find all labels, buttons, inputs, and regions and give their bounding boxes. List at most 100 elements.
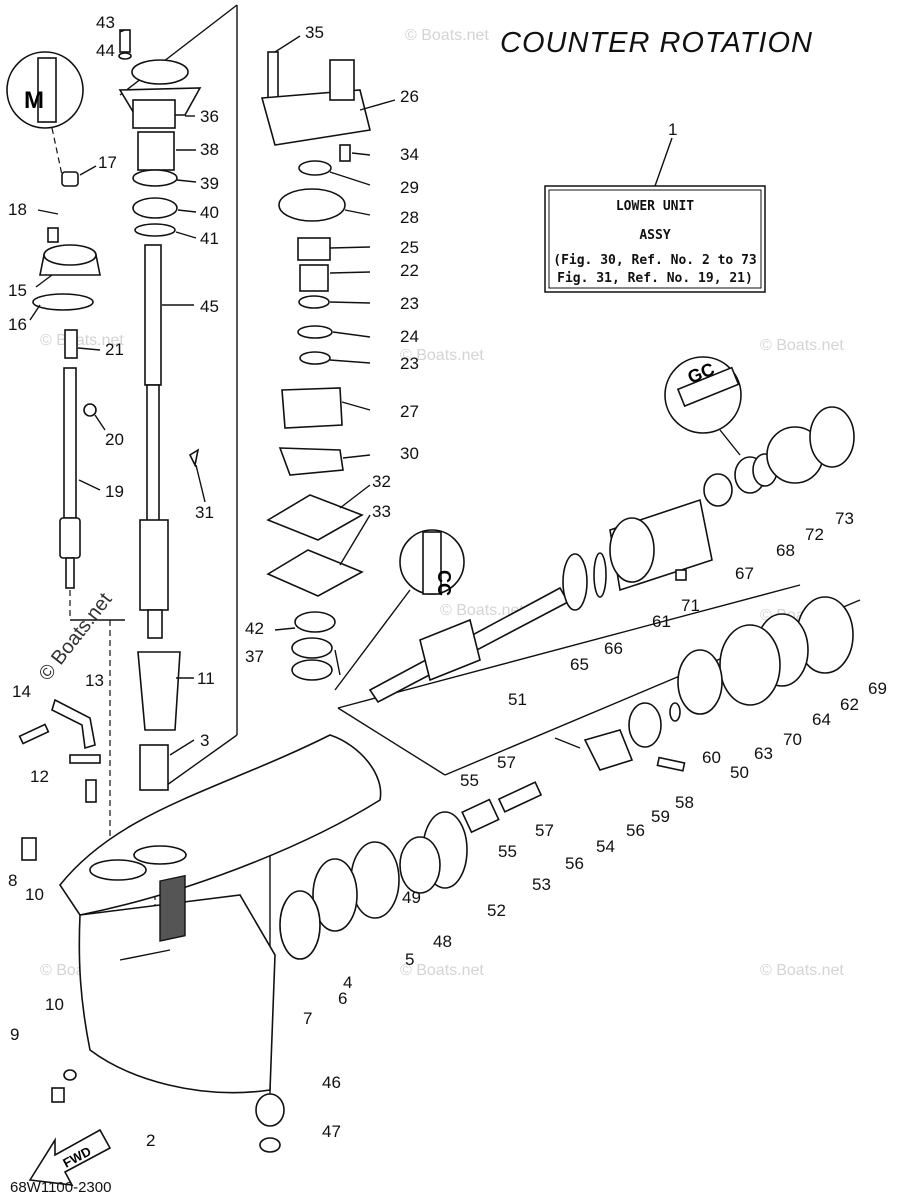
callout-6: 6: [338, 989, 347, 1008]
callout-8: 8: [8, 871, 17, 890]
callout-70: 70: [783, 730, 802, 749]
callout-57a: 57: [497, 753, 516, 772]
callout-51: 51: [508, 690, 527, 709]
callout-55b: 55: [498, 842, 517, 861]
callout-26: 26: [400, 87, 419, 106]
callout-47: 47: [322, 1122, 341, 1141]
callout-15: 15: [8, 281, 27, 300]
callout-56b: 56: [565, 854, 584, 873]
drive-shaft-parts: [118, 29, 202, 791]
callout-28: 28: [400, 208, 419, 227]
callout-13: 13: [85, 671, 104, 690]
assy-line2: ASSY: [639, 228, 670, 243]
callout-42: 42: [245, 619, 264, 638]
watermark: © Boats.net: [760, 337, 844, 354]
callout-62: 62: [840, 695, 859, 714]
assy-line3: (Fig. 30, Ref. No. 2 to 73: [553, 253, 757, 268]
callout-27: 27: [400, 402, 419, 421]
leader-line: [654, 137, 673, 187]
watermark-main: © Boats.net: [35, 589, 117, 685]
callout-69: 69: [868, 679, 887, 698]
callout-73: 73: [835, 509, 854, 528]
watermark: © Boats.net: [40, 332, 124, 349]
callout-25: 25: [400, 238, 419, 257]
callout-72: 72: [805, 525, 824, 544]
callout-56a: 56: [626, 821, 645, 840]
callout-35: 35: [305, 23, 324, 42]
assy-box: LOWER UNIT ASSY (Fig. 30, Ref. No. 2 to …: [544, 137, 766, 293]
callout-18: 18: [8, 200, 27, 219]
callout-44: 44: [96, 41, 115, 60]
callout-4: 4: [343, 973, 352, 992]
callout-40: 40: [200, 203, 219, 222]
callout-46: 46: [322, 1073, 341, 1092]
callout-30: 30: [400, 444, 419, 463]
callout-23a: 23: [400, 294, 419, 313]
callout-16: 16: [8, 315, 27, 334]
assy-line4: Fig. 31, Ref. No. 19, 21): [557, 271, 753, 286]
watermark: © Boats.net: [760, 962, 844, 979]
callout-3: 3: [200, 731, 209, 750]
m-badge-label: M: [24, 87, 44, 114]
assy-box-frame: [544, 185, 766, 293]
callout-61: 61: [652, 612, 671, 631]
callout-49: 49: [402, 888, 421, 907]
callout-53: 53: [532, 875, 551, 894]
gear-group: [255, 596, 854, 1153]
callout-50: 50: [730, 763, 749, 782]
callout-58: 58: [675, 793, 694, 812]
callout-10b: 10: [45, 995, 64, 1014]
callout-17: 17: [98, 153, 117, 172]
callout-2: 2: [146, 1131, 155, 1150]
shift-rod-parts: M: [6, 51, 200, 589]
assy-box-inner: [548, 189, 762, 289]
callout-1: 1: [668, 120, 677, 139]
callout-labels: 1 2 3 4 5 6 7 8 9 10 10 11 12 13 14 15 1…: [8, 13, 887, 1150]
watermark: © Boats.net: [405, 27, 489, 44]
callout-64: 64: [812, 710, 831, 729]
fwd-arrow: FWD: [28, 1128, 112, 1186]
cc-badge-label: CC: [434, 570, 454, 596]
housing-vent: [159, 874, 186, 942]
callout-7: 7: [303, 1009, 312, 1028]
callout-57b: 57: [535, 821, 554, 840]
callout-9: 9: [10, 1025, 19, 1044]
housing-body: [78, 894, 276, 1094]
callout-52: 52: [487, 901, 506, 920]
callout-31: 31: [195, 503, 214, 522]
callout-55a: 55: [460, 771, 479, 790]
callout-21: 21: [105, 340, 124, 359]
callout-37: 37: [245, 647, 264, 666]
callout-34: 34: [400, 145, 419, 164]
watermark: © Boats.net: [440, 602, 524, 619]
callout-33: 33: [372, 502, 391, 521]
callout-14: 14: [12, 682, 31, 701]
fwd-label: FWD: [60, 1144, 93, 1171]
callout-71: 71: [681, 596, 700, 615]
callout-63: 63: [754, 744, 773, 763]
prop-shaft-assembly: CC GC: [368, 356, 855, 704]
lower-unit-housing: [59, 734, 382, 1094]
callout-67: 67: [735, 564, 754, 583]
callout-36: 36: [200, 107, 219, 126]
callout-38: 38: [200, 140, 219, 159]
diagram-title: COUNTER ROTATION: [500, 27, 813, 59]
callout-19: 19: [105, 482, 124, 501]
watermark: © Boats.net: [400, 347, 484, 364]
callout-59: 59: [651, 807, 670, 826]
callout-32: 32: [372, 472, 391, 491]
callout-43: 43: [96, 13, 115, 32]
callout-45: 45: [200, 297, 219, 316]
water-pump-parts: [260, 51, 371, 681]
callout-22: 22: [400, 261, 419, 280]
callout-65: 65: [570, 655, 589, 674]
callout-10a: 10: [25, 885, 44, 904]
callout-24: 24: [400, 327, 419, 346]
callout-12: 12: [30, 767, 49, 786]
callout-66: 66: [604, 639, 623, 658]
callout-54: 54: [596, 837, 615, 856]
callout-5: 5: [405, 950, 414, 969]
callout-11: 11: [197, 669, 215, 688]
callout-20: 20: [105, 430, 124, 449]
